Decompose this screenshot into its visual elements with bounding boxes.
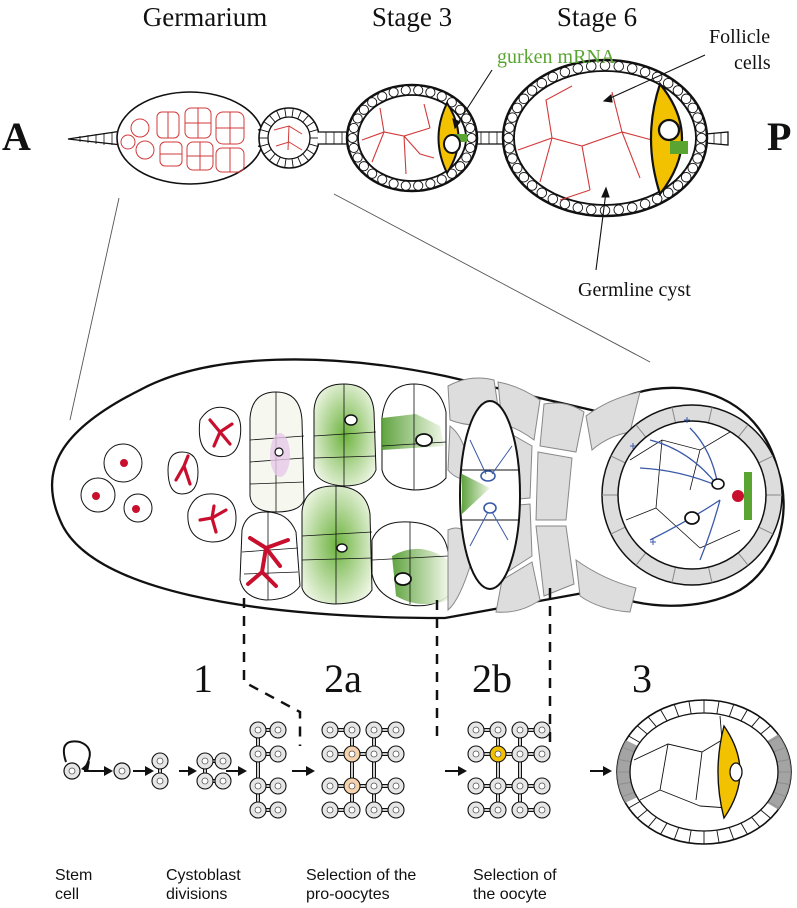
lineage-diagram: Stem cell Cystoblast divisions Selection… xyxy=(55,699,792,903)
region3-big-cyst xyxy=(601,404,783,586)
region2b-cysts xyxy=(371,383,449,607)
region3-cyst xyxy=(257,107,320,169)
caption-pro-oocytes-2: pro-oocytes xyxy=(306,886,390,903)
region-dividers xyxy=(242,588,552,750)
region2a-cysts xyxy=(239,383,377,605)
region-label-1: 1 xyxy=(193,656,213,701)
follicle-label-2: cells xyxy=(734,52,771,74)
title-germarium: Germarium xyxy=(143,2,267,32)
stage6-egg-chamber xyxy=(501,58,709,218)
germarium-cysts xyxy=(120,107,245,173)
gurken-label: gurken mRNA xyxy=(497,46,616,68)
region-label-2b: 2b xyxy=(472,656,512,701)
caption-cystoblast-1: Cystoblast xyxy=(166,867,241,884)
region1-cells xyxy=(80,406,242,543)
final-egg-chamber xyxy=(616,699,792,845)
anterior-label: A xyxy=(2,114,31,159)
region-label-2a: 2a xyxy=(324,656,362,701)
follicle-label-1: Follicle xyxy=(709,26,770,48)
germline-label: Germline cyst xyxy=(578,279,691,301)
caption-oocyte-1: Selection of xyxy=(473,867,557,884)
stage3-egg-chamber xyxy=(345,83,479,193)
germarium-enlarged: 1 2a 2b 3 xyxy=(50,358,785,750)
caption-pro-oocytes-1: Selection of the xyxy=(306,867,416,884)
title-stage3: Stage 3 xyxy=(372,2,452,32)
caption-cystoblast-2: divisions xyxy=(166,886,227,903)
region2b-lens-cyst xyxy=(459,400,521,590)
region-label-3: 3 xyxy=(632,656,652,701)
title-stage6: Stage 6 xyxy=(557,2,637,32)
caption-oocyte-2: the oocyte xyxy=(473,886,547,903)
ovariole-schematic: Germarium Stage 3 Stage 6 A P gurken mRN… xyxy=(2,2,791,421)
caption-stem-2: cell xyxy=(55,886,79,903)
posterior-label: P xyxy=(767,114,791,159)
caption-stem-1: Stem xyxy=(55,867,92,884)
